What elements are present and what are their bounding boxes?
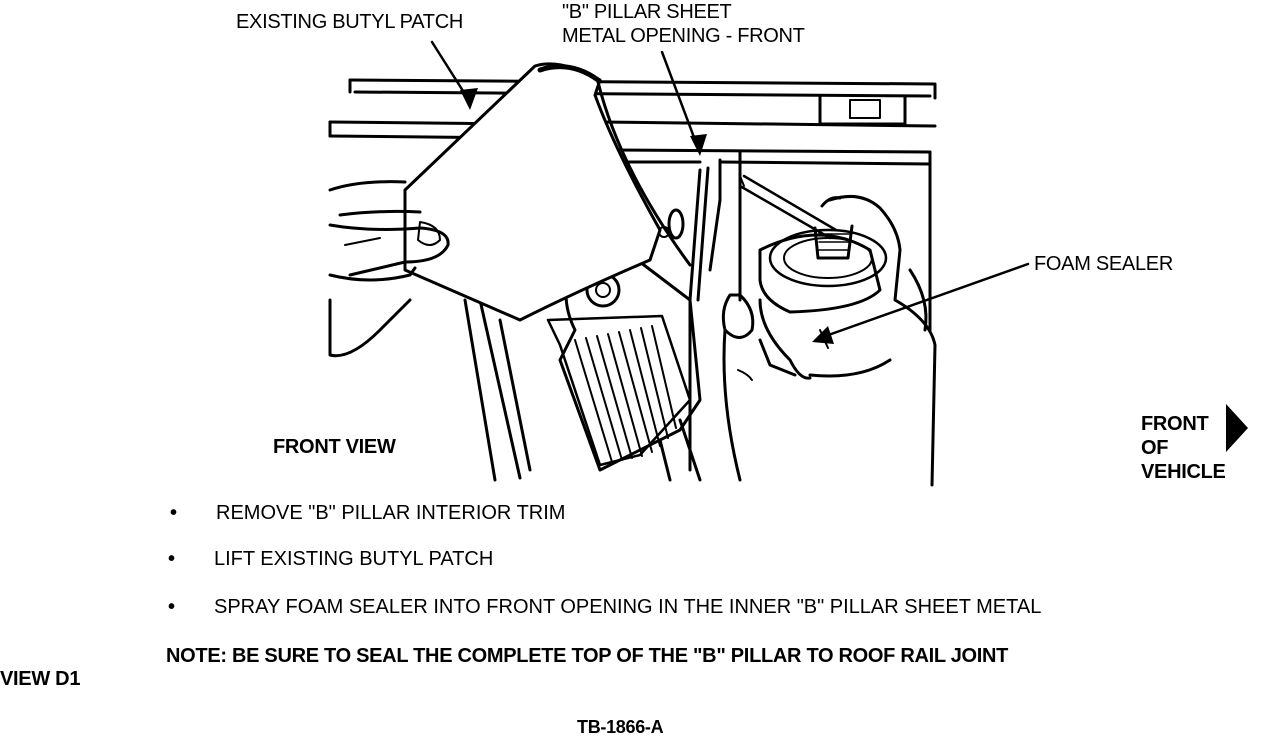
butyl-patch (403, 62, 692, 322)
direction-line2: OF (1141, 437, 1169, 459)
bullet-icon: • (168, 596, 176, 618)
callout-b-pillar-line2: METAL OPENING - FRONT (562, 25, 805, 47)
note-text: NOTE: BE SURE TO SEAL THE COMPLETE TOP O… (166, 645, 1009, 667)
view-id: VIEW D1 (0, 668, 81, 690)
bullet-icon: • (170, 502, 178, 524)
callout-foam-sealer: FOAM SEALER (1034, 253, 1173, 275)
figure-id: TB-1866-A (577, 717, 664, 737)
arrow-heads (460, 88, 834, 344)
direction-line1: FRONT (1141, 413, 1209, 435)
callout-b-pillar-line1: "B" PILLAR SHEET (562, 1, 732, 23)
direction-arrow-icon (1226, 404, 1248, 452)
view-label: FRONT VIEW (273, 436, 396, 458)
left-hand (328, 180, 450, 358)
step-text: SPRAY FOAM SEALER INTO FRONT OPENING IN … (214, 596, 1042, 618)
roof-rail (328, 78, 937, 166)
step-text: LIFT EXISTING BUTYL PATCH (214, 548, 494, 570)
callout-butyl-patch: EXISTING BUTYL PATCH (236, 11, 463, 33)
step-text: REMOVE "B" PILLAR INTERIOR TRIM (216, 502, 566, 524)
foam-can (738, 174, 888, 314)
direction-line3: VEHICLE (1141, 461, 1226, 483)
bullet-icon: • (168, 548, 176, 570)
